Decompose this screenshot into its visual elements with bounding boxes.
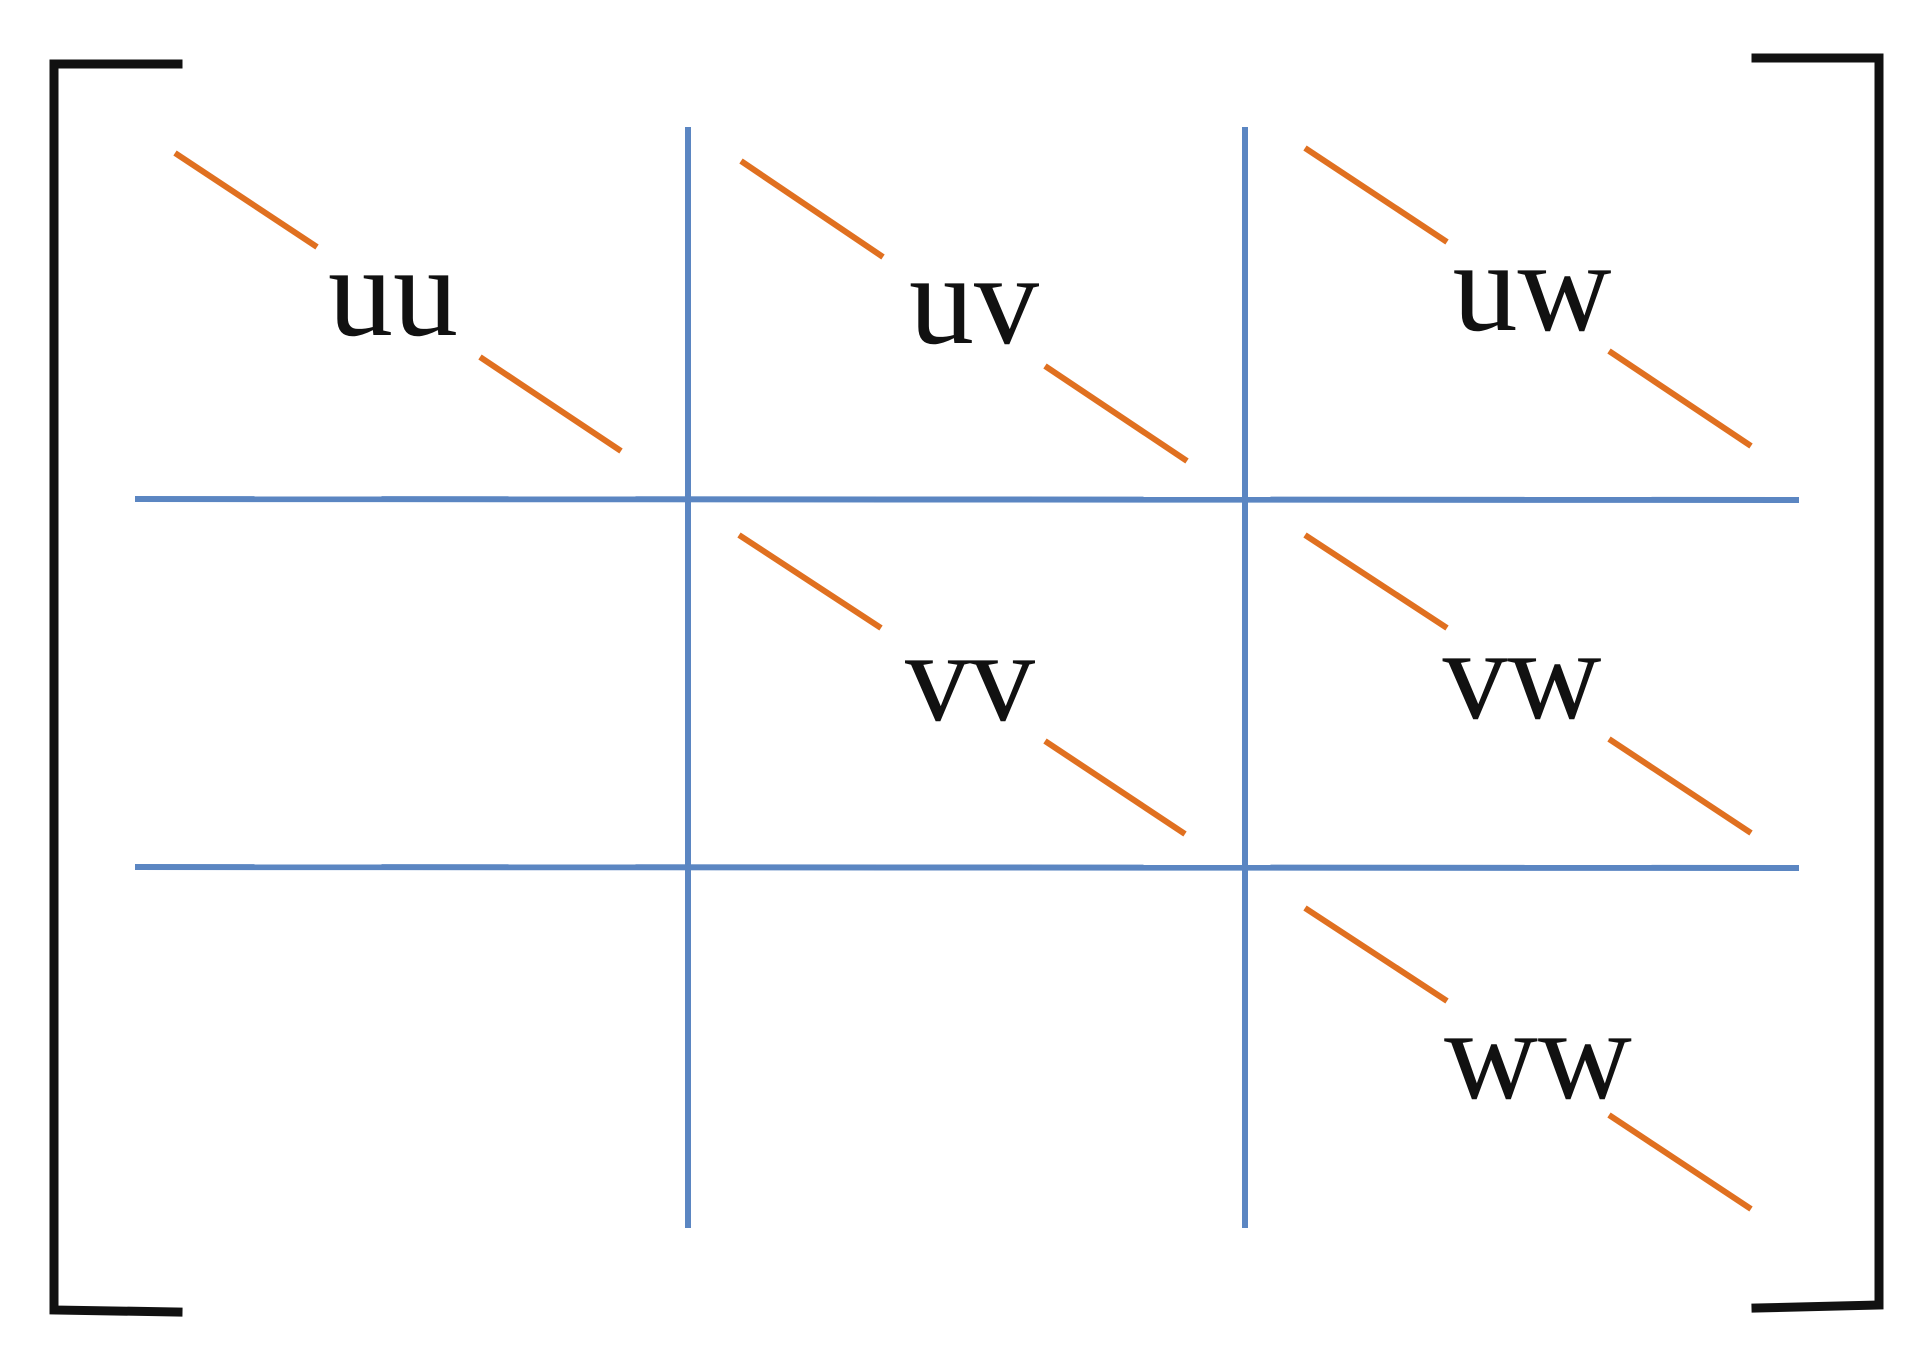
cell-label-uv: uv [909,228,1039,372]
matrix-cell-uv: uv [739,158,1189,464]
cell-label-ww: ww [1444,983,1632,1127]
right-bracket [1751,53,1884,1313]
cell-label-vv: vv [905,605,1035,749]
grid-horizontal-line-2 [134,864,1800,871]
cell-label-uw: uw [1453,215,1612,359]
diagonal-stroke-lower [1607,348,1753,449]
diagonal-stroke-lower [478,354,623,454]
diagonal-stroke-upper [173,150,319,250]
matrix-cell-uu: uu [173,150,623,454]
cell-label-uu: uu [328,220,458,364]
cell-label-vw: vw [1443,603,1602,747]
matrix-cell-uw: uw [1303,145,1753,449]
matrix-cell-vw: vw [1303,532,1753,836]
matrix-cell-vv: vv [737,532,1187,837]
diagonal-stroke-lower [1607,736,1753,836]
grid-horizontal-line-1 [134,496,1800,503]
diagonal-stroke-lower [1043,363,1189,464]
left-bracket [49,59,183,1317]
diagonal-stroke-upper [737,532,883,631]
diagonal-stroke-upper [1303,532,1449,631]
diagonal-stroke-upper [1303,905,1449,1004]
diagonal-stroke-lower [1607,1112,1753,1212]
block-grid [134,127,1800,1228]
diagonal-stroke-lower [1043,738,1187,837]
diagonal-stroke-upper [739,158,885,260]
diagonal-stroke-upper [1303,145,1449,245]
matrix-cell-ww: ww [1303,905,1753,1212]
